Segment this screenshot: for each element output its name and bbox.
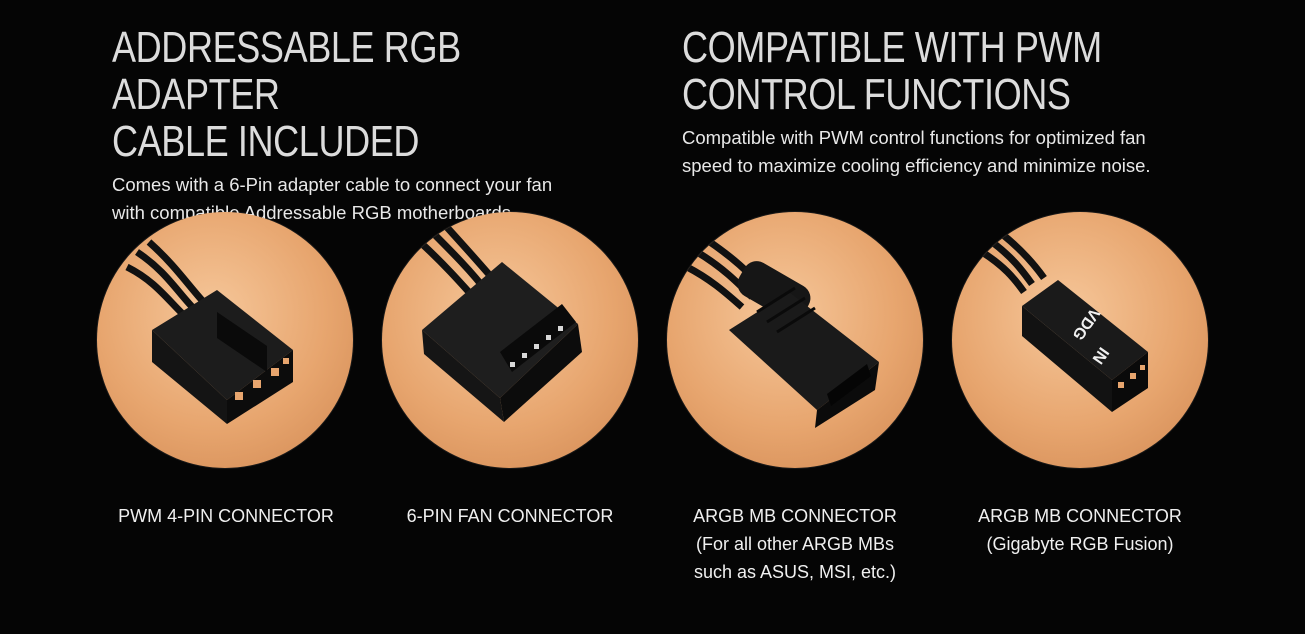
pwm-4-pin-connector-illustration — [125, 239, 293, 424]
feature-title-line-1: ADDRESSABLE RGB ADAPTER — [112, 23, 461, 119]
feature-title-line-1: COMPATIBLE WITH PWM — [682, 23, 1102, 72]
connector-caption: PWM 4-PIN CONNECTOR — [76, 502, 376, 530]
feature-argb-adapter: ADDRESSABLE RGB ADAPTER CABLE INCLUDED C… — [112, 24, 632, 227]
caption-line: ARGB MB CONNECTOR — [693, 506, 897, 526]
feature-description: Comes with a 6-Pin adapter cable to conn… — [112, 171, 632, 227]
caption-line: ARGB MB CONNECTOR — [978, 506, 1182, 526]
connector-caption: 6-PIN FAN CONNECTOR — [360, 502, 660, 530]
argb-mb-connector-illustration — [685, 237, 879, 428]
6-pin-fan-connector-illustration — [417, 221, 582, 422]
feature-description-line-1: Comes with a 6-Pin adapter cable to conn… — [112, 174, 553, 195]
6-pin-fan-connector-photo — [382, 212, 638, 468]
caption-line: (Gigabyte RGB Fusion) — [986, 534, 1174, 554]
feature-title: ADDRESSABLE RGB ADAPTER CABLE INCLUDED — [112, 24, 632, 165]
feature-description-line-1: Compatible with PWM control functions fo… — [682, 127, 1146, 148]
caption-line: 6-PIN FAN CONNECTOR — [406, 506, 614, 526]
feature-title-line-2: CABLE INCLUDED — [112, 117, 420, 166]
argb-mb-connector-photo — [667, 212, 923, 468]
feature-title-line-2: CONTROL FUNCTIONS — [682, 70, 1071, 119]
feature-description: Compatible with PWM control functions fo… — [682, 124, 1242, 180]
feature-description-line-2: speed to maximize cooling efficiency and… — [682, 155, 1151, 176]
connector-caption: ARGB MB CONNECTOR (Gigabyte RGB Fusion) — [930, 502, 1230, 558]
caption-line: PWM 4-PIN CONNECTOR — [118, 506, 334, 526]
feature-title: COMPATIBLE WITH PWM CONTROL FUNCTIONS — [682, 24, 1242, 118]
argb-gigabyte-connector-illustration: VDG IN — [980, 231, 1148, 412]
connector-label-in: IN — [1089, 344, 1112, 367]
caption-line: such as ASUS, MSI, etc.) — [693, 562, 897, 582]
connector-caption: ARGB MB CONNECTOR (For all other ARGB MB… — [645, 502, 945, 586]
pwm-4-pin-connector-photo — [97, 212, 353, 468]
caption-line: (For all other ARGB MBs — [695, 534, 895, 554]
feature-pwm-control: COMPATIBLE WITH PWM CONTROL FUNCTIONS Co… — [682, 24, 1242, 180]
argb-gigabyte-connector-photo: VDG IN — [952, 212, 1208, 468]
